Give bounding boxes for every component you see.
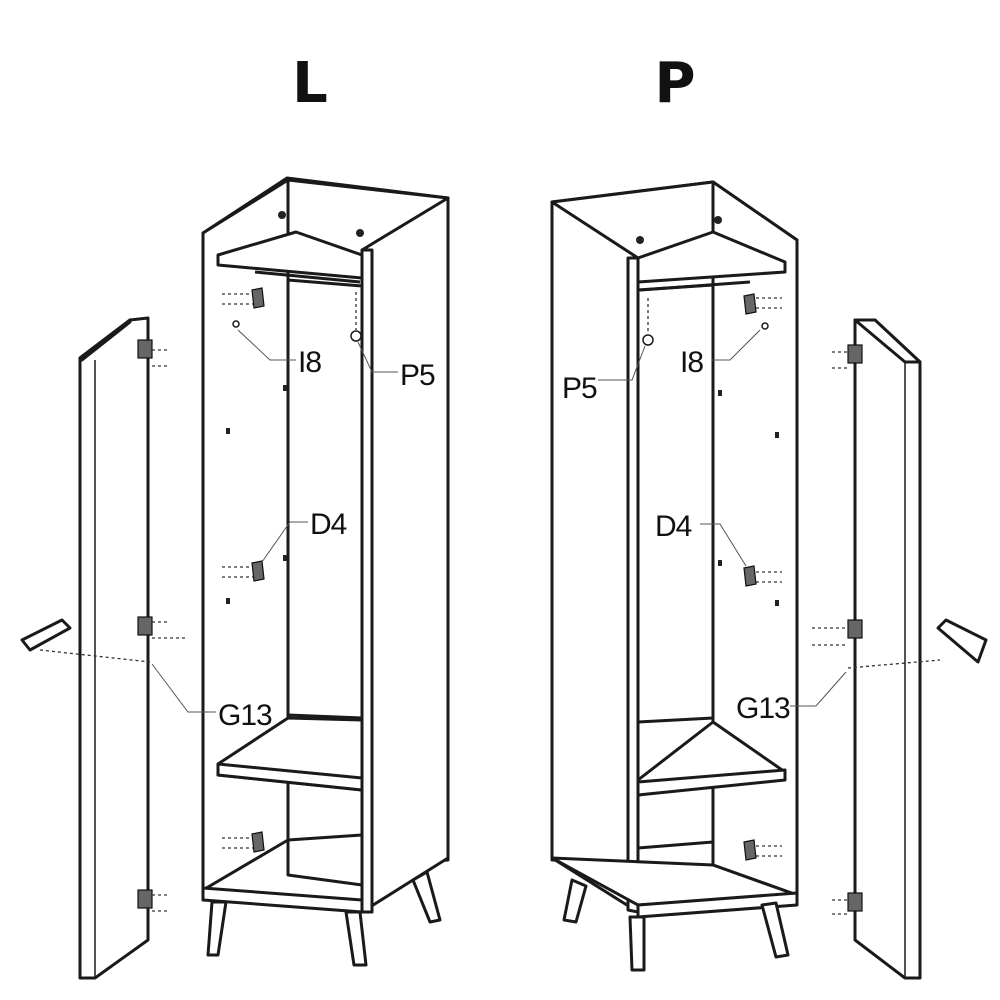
left-leg-1: [206, 900, 228, 957]
right-leader-i8: [712, 329, 761, 361]
left-door-top-edge: [78, 318, 132, 362]
right-label-p5: P5: [562, 372, 597, 405]
left-leader-i8: [237, 329, 296, 361]
left-door: [78, 316, 188, 980]
right-upper-shelf: [636, 230, 787, 284]
left-hinge-plate-bottom: [222, 831, 265, 853]
left-hole-a: [226, 428, 230, 434]
right-wardrobe-carcass: [550, 180, 799, 972]
right-base-front: [636, 891, 799, 919]
left-shelf-pin: [232, 320, 240, 328]
right-hinge-plate-bottom: [743, 839, 782, 861]
right-leader-g13: [790, 671, 847, 707]
right-hanging-rail: [639, 280, 751, 292]
left-leg-2: [344, 910, 368, 967]
right-hole-b: [775, 432, 779, 438]
right-door-hinge-top: [832, 344, 863, 369]
left-hole-c: [283, 555, 287, 561]
left-upper-shelf: [216, 230, 364, 280]
right-leader-p5: [598, 345, 646, 381]
left-hinge-plate-top: [222, 287, 265, 309]
left-hanger: [350, 292, 362, 342]
variant-right: P: [550, 51, 988, 980]
right-hole-a: [718, 390, 722, 396]
right-hinge-plate-mid: [743, 565, 782, 587]
variant-right-title: P: [654, 51, 695, 116]
left-hole-d: [226, 598, 230, 604]
left-hole-b: [283, 385, 287, 391]
left-leader-g13: [151, 663, 216, 713]
right-label-i8: I8: [680, 346, 703, 379]
right-door-panel: [853, 318, 922, 980]
left-door-hinge-top: [137, 339, 168, 367]
left-bottom-compartment: [286, 833, 364, 887]
right-hole-c: [718, 560, 722, 566]
right-top-hole-1: [714, 216, 722, 224]
left-wardrobe-carcass: [201, 176, 450, 967]
right-handle-body: [936, 618, 988, 664]
left-label-i8: I8: [298, 346, 321, 379]
right-lower-shelf-edge: [636, 768, 787, 797]
left-door-panel: [78, 316, 150, 980]
left-top-hole-2: [356, 229, 364, 237]
right-door-hinge-bottom: [832, 892, 863, 915]
left-leg-3: [411, 870, 442, 924]
left-handle: [20, 618, 151, 663]
left-door-hinge-bottom: [137, 889, 168, 912]
right-side-panel: [711, 180, 799, 897]
right-leg-1: [562, 878, 588, 924]
left-leader-p5: [357, 341, 398, 373]
left-top-hole-1: [278, 211, 286, 219]
left-label-p5: P5: [400, 359, 435, 392]
right-left-side-panel: [550, 200, 640, 914]
right-door: [812, 318, 922, 980]
right-top-hole-2: [636, 236, 644, 244]
right-label-g13: G13: [736, 692, 790, 725]
right-shelf-pin: [761, 322, 769, 330]
right-hinge-plate-top: [743, 293, 782, 315]
right-door-top-edge: [853, 318, 922, 364]
right-hole-d: [775, 600, 779, 606]
right-label-d4: D4: [655, 510, 692, 543]
variant-left: L: [20, 51, 450, 980]
left-side-panel: [201, 178, 290, 892]
left-label-g13: G13: [218, 699, 272, 732]
left-label-d4: D4: [310, 508, 347, 541]
left-hanging-rail: [254, 270, 361, 284]
right-leg-3: [760, 901, 790, 959]
left-leader-d4: [261, 521, 308, 563]
left-base-front: [201, 886, 364, 914]
right-door-hinge-mid: [812, 619, 863, 646]
left-handle-body: [20, 618, 72, 652]
left-hinge-plate-mid: [222, 560, 265, 582]
left-inner-back: [286, 278, 364, 720]
variant-left-title: L: [292, 51, 328, 116]
left-door-hinge-mid: [137, 616, 188, 639]
right-hanger: [642, 298, 654, 346]
left-lower-shelf-edge: [216, 762, 364, 792]
right-handle: [847, 618, 988, 669]
left-right-side-panel: [360, 196, 450, 914]
right-leader-d4: [700, 523, 747, 567]
right-leg-2: [628, 915, 646, 972]
